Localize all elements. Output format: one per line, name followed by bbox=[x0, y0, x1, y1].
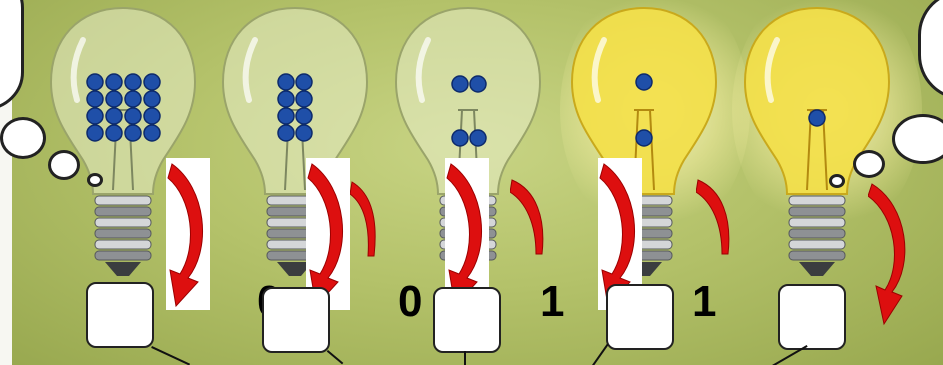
dot-mark bbox=[144, 108, 160, 124]
small-arrow-icon bbox=[696, 178, 736, 258]
dot-mark bbox=[144, 74, 160, 90]
connector-line bbox=[151, 346, 190, 365]
dot-mark bbox=[809, 110, 825, 126]
dot-mark bbox=[296, 91, 312, 107]
arrow-panel-1 bbox=[166, 158, 210, 310]
bulb-base-thread bbox=[789, 218, 845, 227]
connector-line bbox=[327, 350, 344, 364]
dot-mark bbox=[106, 125, 122, 141]
dot-mark bbox=[278, 91, 294, 107]
dot-mark bbox=[296, 74, 312, 90]
dot-mark bbox=[144, 125, 160, 141]
connector-line bbox=[464, 351, 466, 365]
dot-mark bbox=[278, 74, 294, 90]
dot-mark bbox=[278, 125, 294, 141]
bulb-contact bbox=[105, 262, 141, 276]
dot-mark bbox=[470, 76, 486, 92]
dot-mark bbox=[106, 74, 122, 90]
thought-bubble-left-large bbox=[0, 0, 24, 110]
thought-bubble-right-tiny bbox=[829, 174, 845, 188]
dot-mark bbox=[125, 74, 141, 90]
thought-bubble-left-tiny bbox=[87, 173, 103, 187]
bit-digit-4: 1 bbox=[540, 280, 564, 324]
dot-mark bbox=[106, 91, 122, 107]
bulb-base-thread bbox=[789, 240, 845, 249]
bulb-base-thread bbox=[789, 251, 845, 260]
dot-mark bbox=[452, 130, 468, 146]
answer-box-5[interactable] bbox=[778, 284, 846, 350]
bulb-base-thread bbox=[95, 240, 151, 249]
dot-mark bbox=[87, 108, 103, 124]
dot-mark bbox=[470, 130, 486, 146]
dot-mark bbox=[144, 91, 160, 107]
dot-mark bbox=[125, 108, 141, 124]
dot-mark bbox=[636, 74, 652, 90]
dot-mark bbox=[296, 108, 312, 124]
thought-bubble-left-small bbox=[48, 150, 80, 180]
answer-box-3[interactable] bbox=[433, 287, 501, 353]
bulb-base-thread bbox=[95, 207, 151, 216]
curved-arrow-icon bbox=[868, 180, 918, 328]
dot-mark bbox=[87, 74, 103, 90]
dot-mark bbox=[87, 91, 103, 107]
bulb-base-thread bbox=[95, 196, 151, 205]
bulb-base-thread bbox=[95, 218, 151, 227]
dot-mark bbox=[125, 125, 141, 141]
curved-arrow-icon bbox=[166, 158, 210, 310]
bulb-base-thread bbox=[95, 251, 151, 260]
answer-box-2[interactable] bbox=[262, 287, 330, 353]
dot-mark bbox=[278, 108, 294, 124]
dot-mark bbox=[87, 125, 103, 141]
thought-bubble-right-large bbox=[918, 0, 943, 100]
dot-mark bbox=[106, 108, 122, 124]
bit-digit-5: 1 bbox=[692, 280, 716, 324]
small-arrow-icon bbox=[350, 180, 380, 260]
bulb-base-thread bbox=[789, 196, 845, 205]
bulb-base-thread bbox=[789, 229, 845, 238]
dot-mark bbox=[452, 76, 468, 92]
bit-digit-3: 0 bbox=[398, 280, 422, 324]
bulb-glass bbox=[572, 8, 716, 194]
dot-mark bbox=[125, 91, 141, 107]
answer-box-1[interactable] bbox=[86, 282, 154, 348]
bulb-base-thread bbox=[789, 207, 845, 216]
small-arrow-icon bbox=[510, 178, 550, 258]
dot-mark bbox=[636, 130, 652, 146]
bulb-base-thread bbox=[95, 229, 151, 238]
answer-box-4[interactable] bbox=[606, 284, 674, 350]
connector-line bbox=[592, 344, 609, 365]
thought-bubble-left-medium bbox=[0, 117, 46, 159]
bulb-contact bbox=[799, 262, 835, 276]
thought-bubble-right-small bbox=[853, 150, 885, 178]
dot-mark bbox=[296, 125, 312, 141]
